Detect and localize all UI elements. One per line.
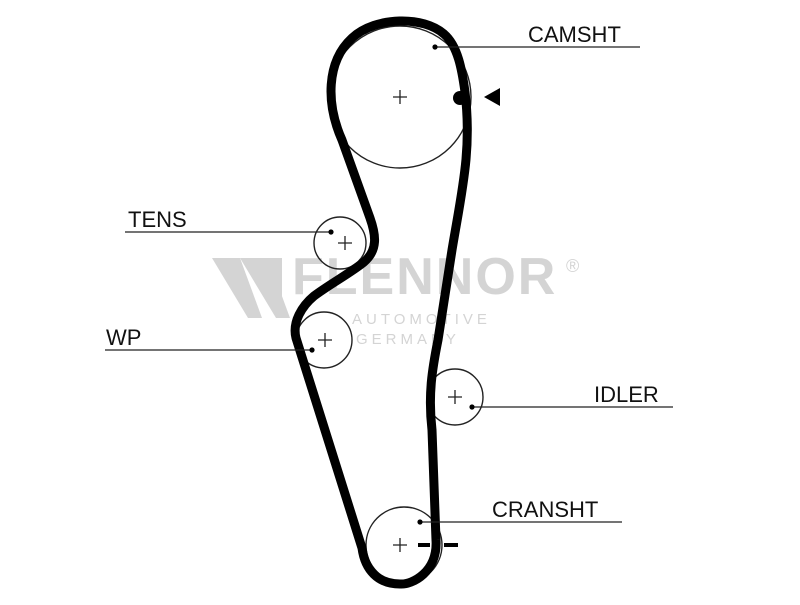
watermark-registered-mark: ®: [566, 256, 579, 276]
camshaft-center-mark: [393, 90, 407, 104]
idler-center-mark: [448, 390, 462, 404]
label-tensioner: TENS: [128, 207, 187, 232]
timing-belt: [290, 16, 472, 589]
label-idler: IDLER: [594, 382, 659, 407]
crankshaft-timing-mark-2: [444, 543, 458, 547]
leader-lines: [105, 44, 673, 525]
crankshaft-center-mark: [393, 538, 407, 552]
watermark-brand: FLENNOR: [292, 248, 557, 306]
label-crankshaft: CRANSHT: [492, 497, 598, 522]
watermark-logo: [212, 258, 290, 318]
timing-marks: [418, 88, 500, 547]
watermark-line1: AUTOMOTIVE: [352, 311, 491, 328]
camshaft-timing-arrow: [484, 88, 500, 106]
watermark-line2: GERMANY: [356, 331, 460, 348]
camshaft-timing-dot: [453, 91, 467, 105]
crankshaft-timing-mark-1: [418, 543, 430, 547]
label-water-pump: WP: [106, 325, 141, 350]
watermark: FLENNOR ® AUTOMOTIVE GERMANY: [212, 248, 579, 348]
label-camshaft: CAMSHT: [528, 22, 621, 47]
tensioner-pulley: [313, 216, 367, 270]
tensioner-center-mark: [338, 236, 352, 250]
water-pump-center-mark: [318, 333, 332, 347]
pulley-center-marks: [318, 90, 462, 552]
